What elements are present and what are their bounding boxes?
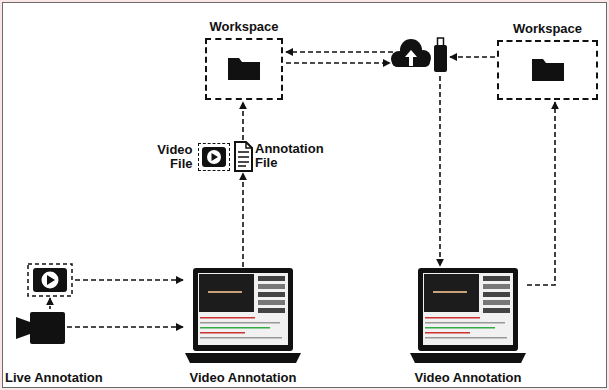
workspace-box: Workspace (497, 40, 598, 100)
sync-arrow (286, 62, 390, 64)
folder-icon (532, 59, 564, 81)
node-label: Video Annotation (190, 371, 297, 385)
workspace-box: Workspace (205, 38, 283, 100)
usb-body (434, 45, 447, 72)
dashed-arrow (67, 326, 183, 328)
video-icon-body (33, 268, 67, 292)
document-lines (238, 152, 249, 166)
video-frame (28, 264, 72, 296)
camera-body (30, 312, 65, 344)
node-label: Annotation File (255, 142, 335, 170)
node-label: Workspace (209, 20, 278, 34)
play-circle (207, 150, 221, 164)
node-label: Live Annotation (5, 371, 103, 385)
laptop-illustration (185, 268, 301, 363)
video-icon-body (202, 147, 226, 167)
record-arrow (49, 298, 51, 309)
video-file-icon: Video File (198, 143, 230, 171)
play-circle (42, 272, 59, 289)
laptop: Video Annotation (410, 268, 526, 364)
upload-arrow (405, 50, 417, 66)
camera-icon: Live Annotation (16, 310, 66, 346)
annotation-file-icon: Annotation File (234, 141, 252, 171)
dashed-arrow (242, 102, 244, 140)
document-icon (235, 142, 252, 171)
laptop-illustration (410, 268, 526, 363)
usb-connector (438, 38, 444, 46)
dashed-arrow (242, 173, 244, 267)
upload-arrow-line (450, 56, 495, 58)
usb-stick-icon (434, 38, 447, 72)
video-input-arrow (75, 279, 183, 281)
node-label: Workspace (513, 22, 582, 36)
inner-frame (3, 3, 607, 388)
sync-arrow (286, 51, 393, 53)
play-triangle (212, 153, 219, 161)
download-arrow-line (439, 76, 441, 266)
dashed-arrow (527, 102, 555, 285)
laptop: Video Annotation (185, 268, 301, 364)
camera-lens (16, 317, 30, 339)
document-fold (246, 142, 252, 148)
node-label: Video File (151, 143, 193, 171)
cloud-icon (391, 39, 431, 67)
node-label: Video Annotation (415, 371, 522, 385)
folder-icon (228, 58, 260, 80)
play-triangle (47, 275, 55, 285)
